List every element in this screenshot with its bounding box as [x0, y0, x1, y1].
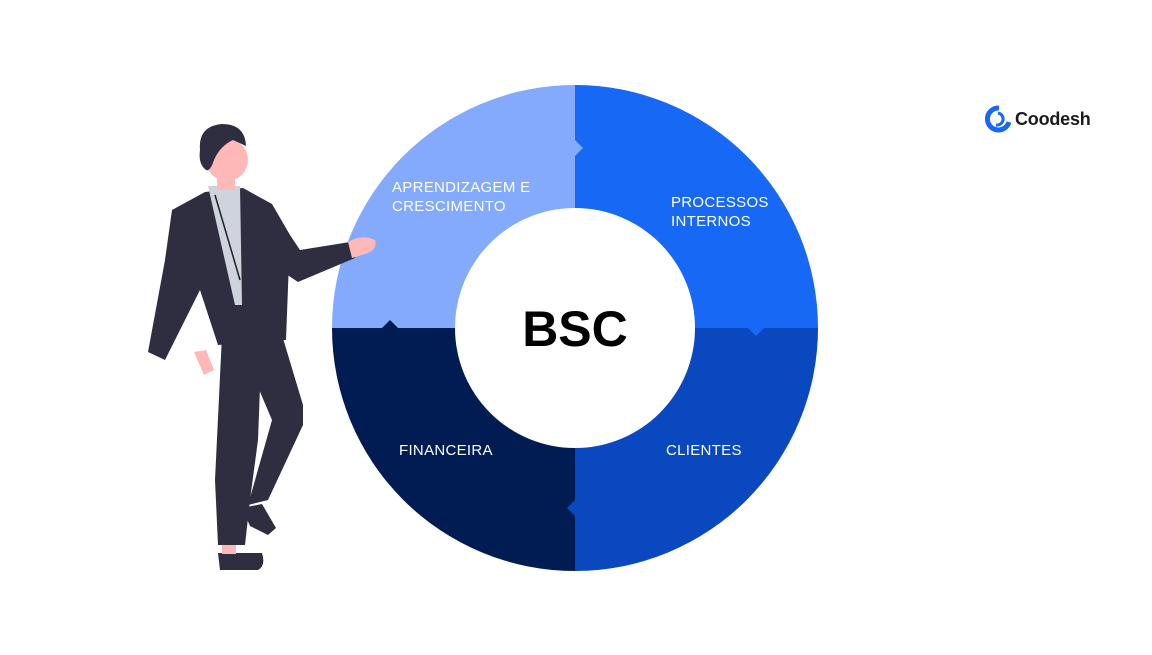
arrow-notch-left: [382, 320, 398, 328]
coodesh-logo[interactable]: Coodesh: [985, 104, 1091, 134]
label-financeira: FINANCEIRA: [399, 442, 493, 459]
businessman-illustration: [148, 124, 376, 570]
back-leg: [215, 335, 262, 545]
label-clientes: CLIENTES: [666, 442, 742, 459]
label-processos: PROCESSOS INTERNOS: [671, 194, 773, 230]
label-processos-line2: INTERNOS: [671, 213, 751, 230]
hair: [199, 124, 246, 171]
front-leg: [240, 335, 303, 505]
jacket: [148, 188, 290, 360]
pointing-hand: [348, 237, 376, 258]
lower-hand: [194, 350, 214, 375]
center-title: BSC: [522, 301, 628, 357]
arrow-notch-bottom: [567, 500, 575, 516]
label-aprendizagem-line2: CRESCIMENTO: [392, 198, 506, 215]
label-aprendizagem-line1: APRENDIZAGEM E: [392, 179, 530, 196]
lapel-line: [214, 194, 241, 281]
shirt: [208, 186, 242, 305]
raised-arm: [262, 205, 355, 282]
brand-name: Coodesh: [1015, 108, 1091, 129]
back-ankle: [222, 545, 236, 554]
arrow-notch-right: [748, 328, 764, 336]
neck: [217, 172, 235, 190]
coodesh-logo-icon: [985, 105, 1011, 133]
back-shoe: [218, 553, 264, 570]
label-aprendizagem: APRENDIZAGEM E CRESCIMENTO: [392, 179, 535, 215]
label-processos-line1: PROCESSOS: [671, 194, 769, 211]
center-circle: [455, 208, 695, 448]
front-shoe: [242, 504, 276, 535]
arrow-notch-top: [575, 140, 583, 156]
